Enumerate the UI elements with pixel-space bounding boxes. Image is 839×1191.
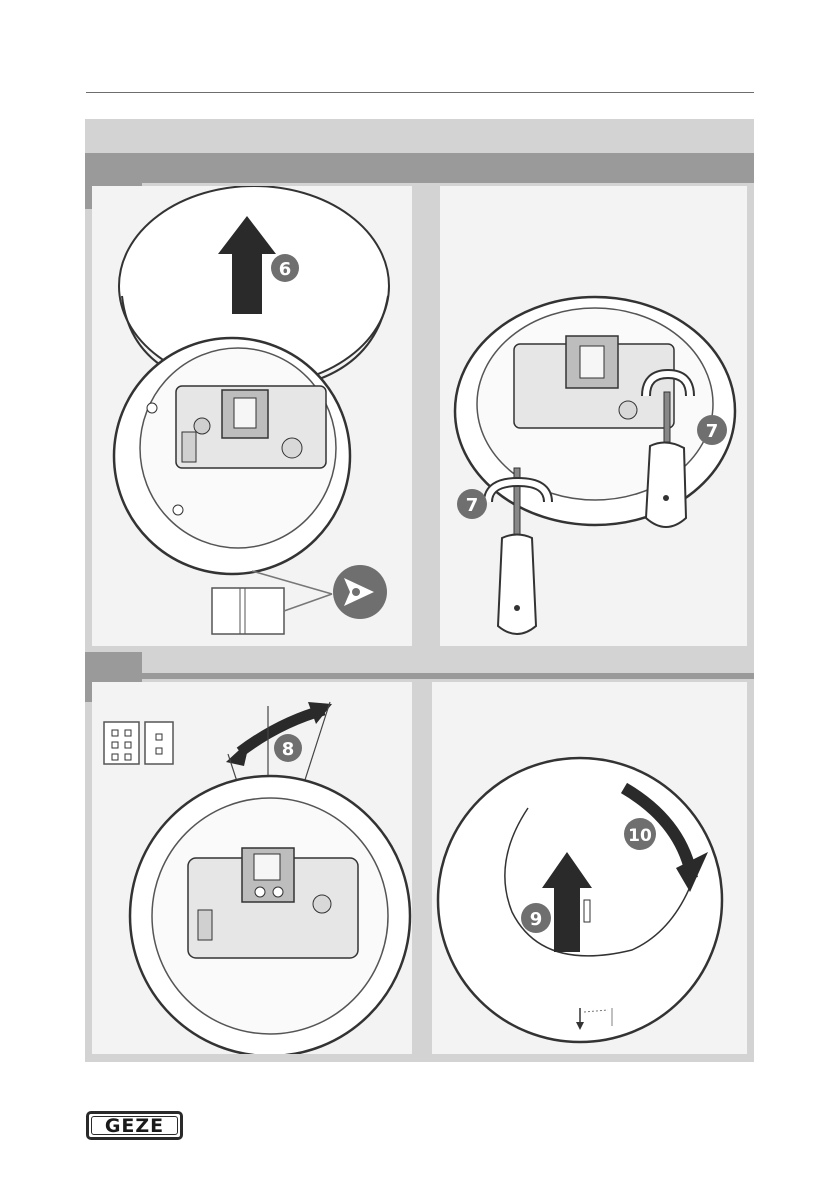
detail-inset: [212, 588, 284, 634]
header-rule: [86, 92, 754, 93]
dip-switch-2-icon: [145, 722, 173, 764]
panel-rotate-module-illustration: 8: [92, 682, 412, 1054]
screwdriver-left-icon: [498, 535, 536, 635]
panel-lift-cover-illustration: 6: [92, 186, 412, 646]
section-1-bar: [142, 153, 754, 183]
step-number-8: 8: [282, 739, 295, 760]
panel-loosen-screws-illustration: 7 7: [440, 186, 747, 646]
dip-switch-4-icon: [104, 722, 139, 764]
section-2-bar: [142, 673, 754, 679]
screwdriver-right-icon: [646, 442, 686, 527]
panel-mount-cover-illustration: 9 10: [432, 682, 747, 1054]
step-number-7-right: 7: [706, 421, 719, 442]
step-number-7-left: 7: [466, 495, 479, 516]
geze-logo: GEZE: [86, 1111, 183, 1140]
step-number-6: 6: [279, 259, 292, 280]
step-number-10: 10: [628, 826, 652, 846]
panel-loosen-screws: 7 7: [440, 186, 747, 646]
logo-text: GEZE: [105, 1115, 164, 1137]
panel-rotate-module: 8: [92, 682, 412, 1054]
step-number-9: 9: [530, 909, 543, 930]
panel-lift-cover: 6: [92, 186, 412, 646]
panel-mount-cover: 9 10: [432, 682, 747, 1054]
